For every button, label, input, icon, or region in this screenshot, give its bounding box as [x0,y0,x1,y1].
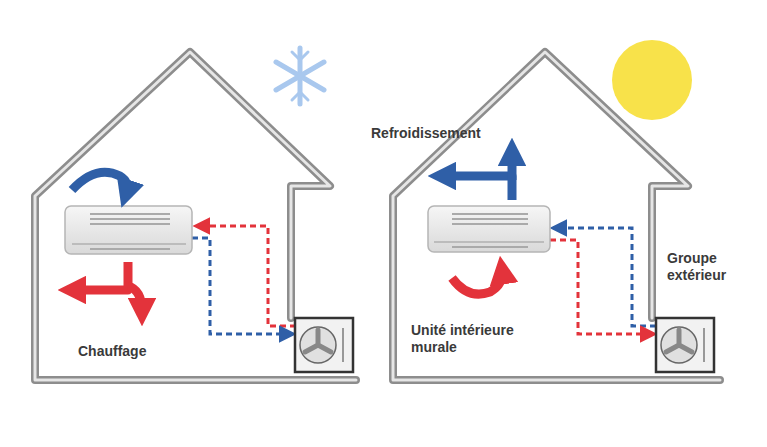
house-outline [393,52,720,380]
caption-label: Refroidissement [371,125,511,142]
outdoor-unit [295,318,353,372]
refrigerant-pipe [192,238,293,334]
house-outline [35,52,356,380]
air-flow-arrow [452,270,502,294]
refrigerant-pipe [553,228,656,326]
air-flow-arrow [442,176,512,200]
caption-label: Chauffage [78,343,198,360]
indoor-wall-unit [428,206,550,252]
air-flow-arrow [72,172,127,194]
air-flow-arrow [128,286,142,312]
air-flow-arrow [508,152,517,180]
outdoor-unit [656,318,714,372]
caption-label: Groupe extérieur [667,250,747,284]
sun-symbol [612,40,692,120]
refrigerant-pipe [550,240,654,334]
indoor-wall-unit [65,206,192,254]
air-flow-arrow [72,262,128,290]
snowflake-symbol [276,48,324,104]
caption-label: Unité intérieure murale [411,322,541,356]
